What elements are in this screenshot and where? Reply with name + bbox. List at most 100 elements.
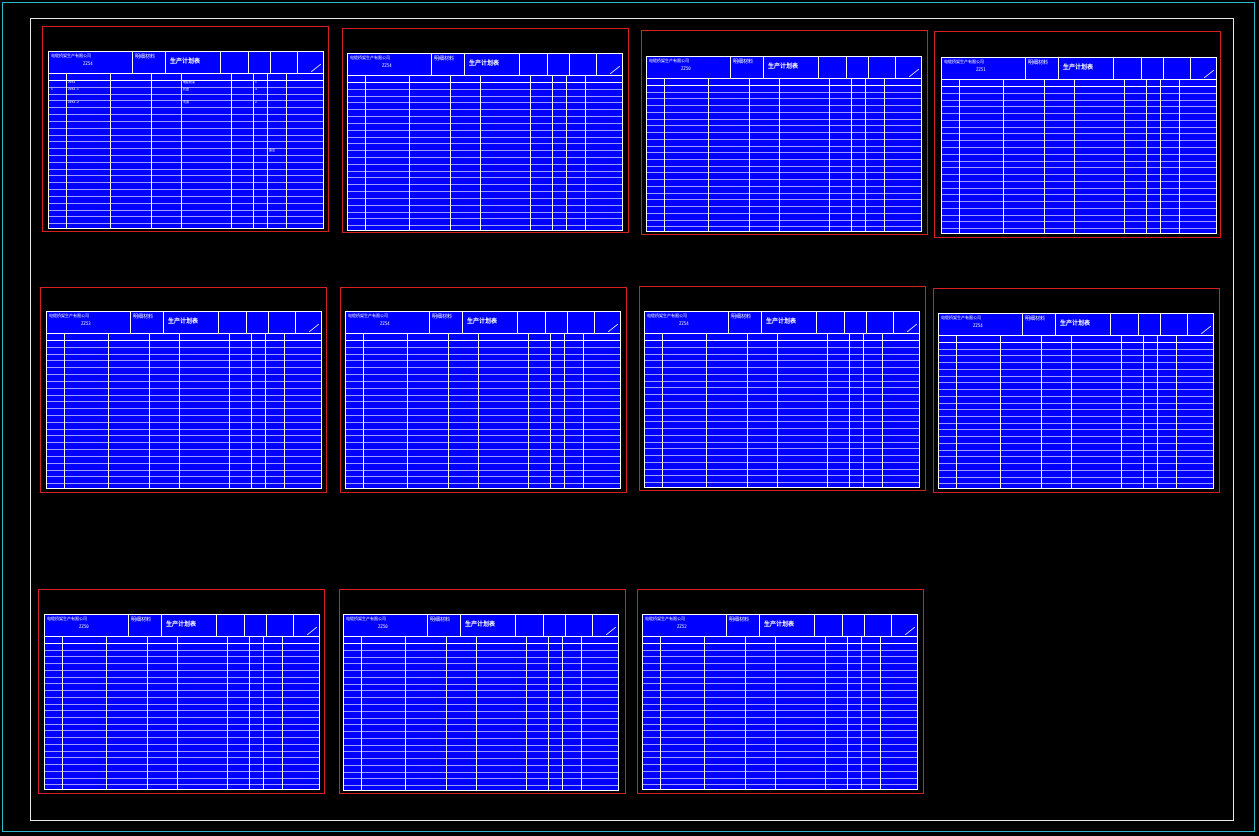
column-divider: [110, 74, 111, 228]
header-divider: [1055, 314, 1056, 336]
table-row: [645, 367, 919, 368]
header-divider: [266, 615, 267, 637]
table-row: [346, 347, 620, 348]
header-divider: [763, 57, 764, 79]
drawing-sheet-9[interactable]: [38, 589, 325, 794]
table-row: [49, 155, 323, 156]
table-row: [647, 199, 921, 200]
column-header-line: [47, 340, 321, 341]
table-row: [346, 388, 620, 389]
table-row: [344, 745, 618, 746]
table-cell: ZZ54-1: [68, 87, 79, 91]
table-row: [45, 710, 319, 711]
column-divider: [265, 334, 266, 488]
table-row: [643, 751, 917, 752]
table-row: [643, 771, 917, 772]
table-row: [645, 428, 919, 429]
table-row: [344, 663, 618, 664]
table-row: [939, 450, 1213, 451]
column-divider: [108, 334, 109, 488]
table-row: [47, 435, 321, 436]
header-divider: [864, 615, 865, 637]
drawing-border: [30, 18, 1234, 821]
table-cell: 1: [255, 80, 257, 84]
project-code: ZZ54: [679, 321, 689, 326]
table-row: [49, 107, 323, 108]
header-divider: [866, 312, 867, 334]
table-row: [45, 697, 319, 698]
table-row: [643, 710, 917, 711]
column-divider: [959, 80, 960, 233]
table-row: [344, 718, 618, 719]
project-code: ZZ50: [378, 624, 388, 629]
table-row: [939, 423, 1213, 424]
drawing-sheet-10[interactable]: [339, 589, 626, 794]
header-divider: [293, 615, 294, 637]
sheet-kind: 明细材料: [1028, 60, 1049, 66]
header-divider: [893, 312, 894, 334]
table-row: [645, 374, 919, 375]
drawing-sheet-8[interactable]: [933, 288, 1220, 493]
header-divider: [818, 57, 819, 79]
table-row: [45, 683, 319, 684]
sheet-title: 生产计划表: [168, 318, 199, 325]
drawing-sheet-5[interactable]: [40, 287, 327, 493]
drawing-sheet-4[interactable]: [934, 31, 1221, 238]
table-row: [939, 483, 1213, 484]
table-row: [643, 737, 917, 738]
table-row: [49, 100, 323, 101]
header-divider: [1022, 314, 1023, 336]
table-row: [344, 738, 618, 739]
header-divider: [515, 615, 516, 637]
table-row: [49, 94, 323, 95]
column-divider: [1074, 80, 1075, 233]
drawing-sheet-7[interactable]: [639, 286, 926, 491]
column-divider: [476, 637, 477, 790]
table-row: [344, 711, 618, 712]
header-divider: [1110, 314, 1111, 336]
company-name: 电缆桥架生产有限公司: [47, 616, 87, 621]
table-row: [348, 96, 622, 97]
table-cell: 电缆桥架: [183, 80, 196, 84]
header-divider: [596, 54, 597, 76]
column-divider: [1124, 80, 1125, 233]
table-row: [348, 212, 622, 213]
table-row: [348, 116, 622, 117]
table-row: [942, 194, 1216, 195]
sheet-title: 生产计划表: [1060, 320, 1091, 327]
company-name: 电缆桥架生产有限公司: [350, 55, 390, 60]
column-divider: [528, 334, 529, 488]
table-row: [645, 482, 919, 483]
column-header-line: [344, 643, 618, 644]
drawing-sheet-3[interactable]: [641, 30, 928, 235]
drawing-sheet-6[interactable]: [340, 287, 627, 493]
drawing-sheet-1[interactable]: [42, 26, 329, 232]
header-divider: [816, 312, 817, 334]
sheet-title: 生产计划表: [766, 318, 797, 325]
table-row: [645, 394, 919, 395]
column-divider: [1044, 80, 1045, 233]
column-divider: [231, 74, 232, 228]
table-row: [645, 408, 919, 409]
column-divider: [552, 76, 553, 230]
sheet-kind: 明细材料: [432, 314, 453, 320]
header-divider: [545, 312, 546, 334]
column-divider: [880, 637, 881, 789]
table-row: [645, 475, 919, 476]
drawing-sheet-2[interactable]: [342, 28, 629, 233]
drawing-sheet-11[interactable]: [637, 589, 924, 794]
table-row: [939, 416, 1213, 417]
table-row: [645, 442, 919, 443]
column-divider: [229, 334, 230, 488]
header-divider: [895, 57, 896, 79]
header-divider: [464, 54, 465, 76]
table-row: [942, 100, 1216, 101]
table-row: [47, 401, 321, 402]
table-row: [645, 347, 919, 348]
table-row: [346, 456, 620, 457]
header-divider: [431, 54, 432, 76]
column-divider: [526, 637, 527, 790]
